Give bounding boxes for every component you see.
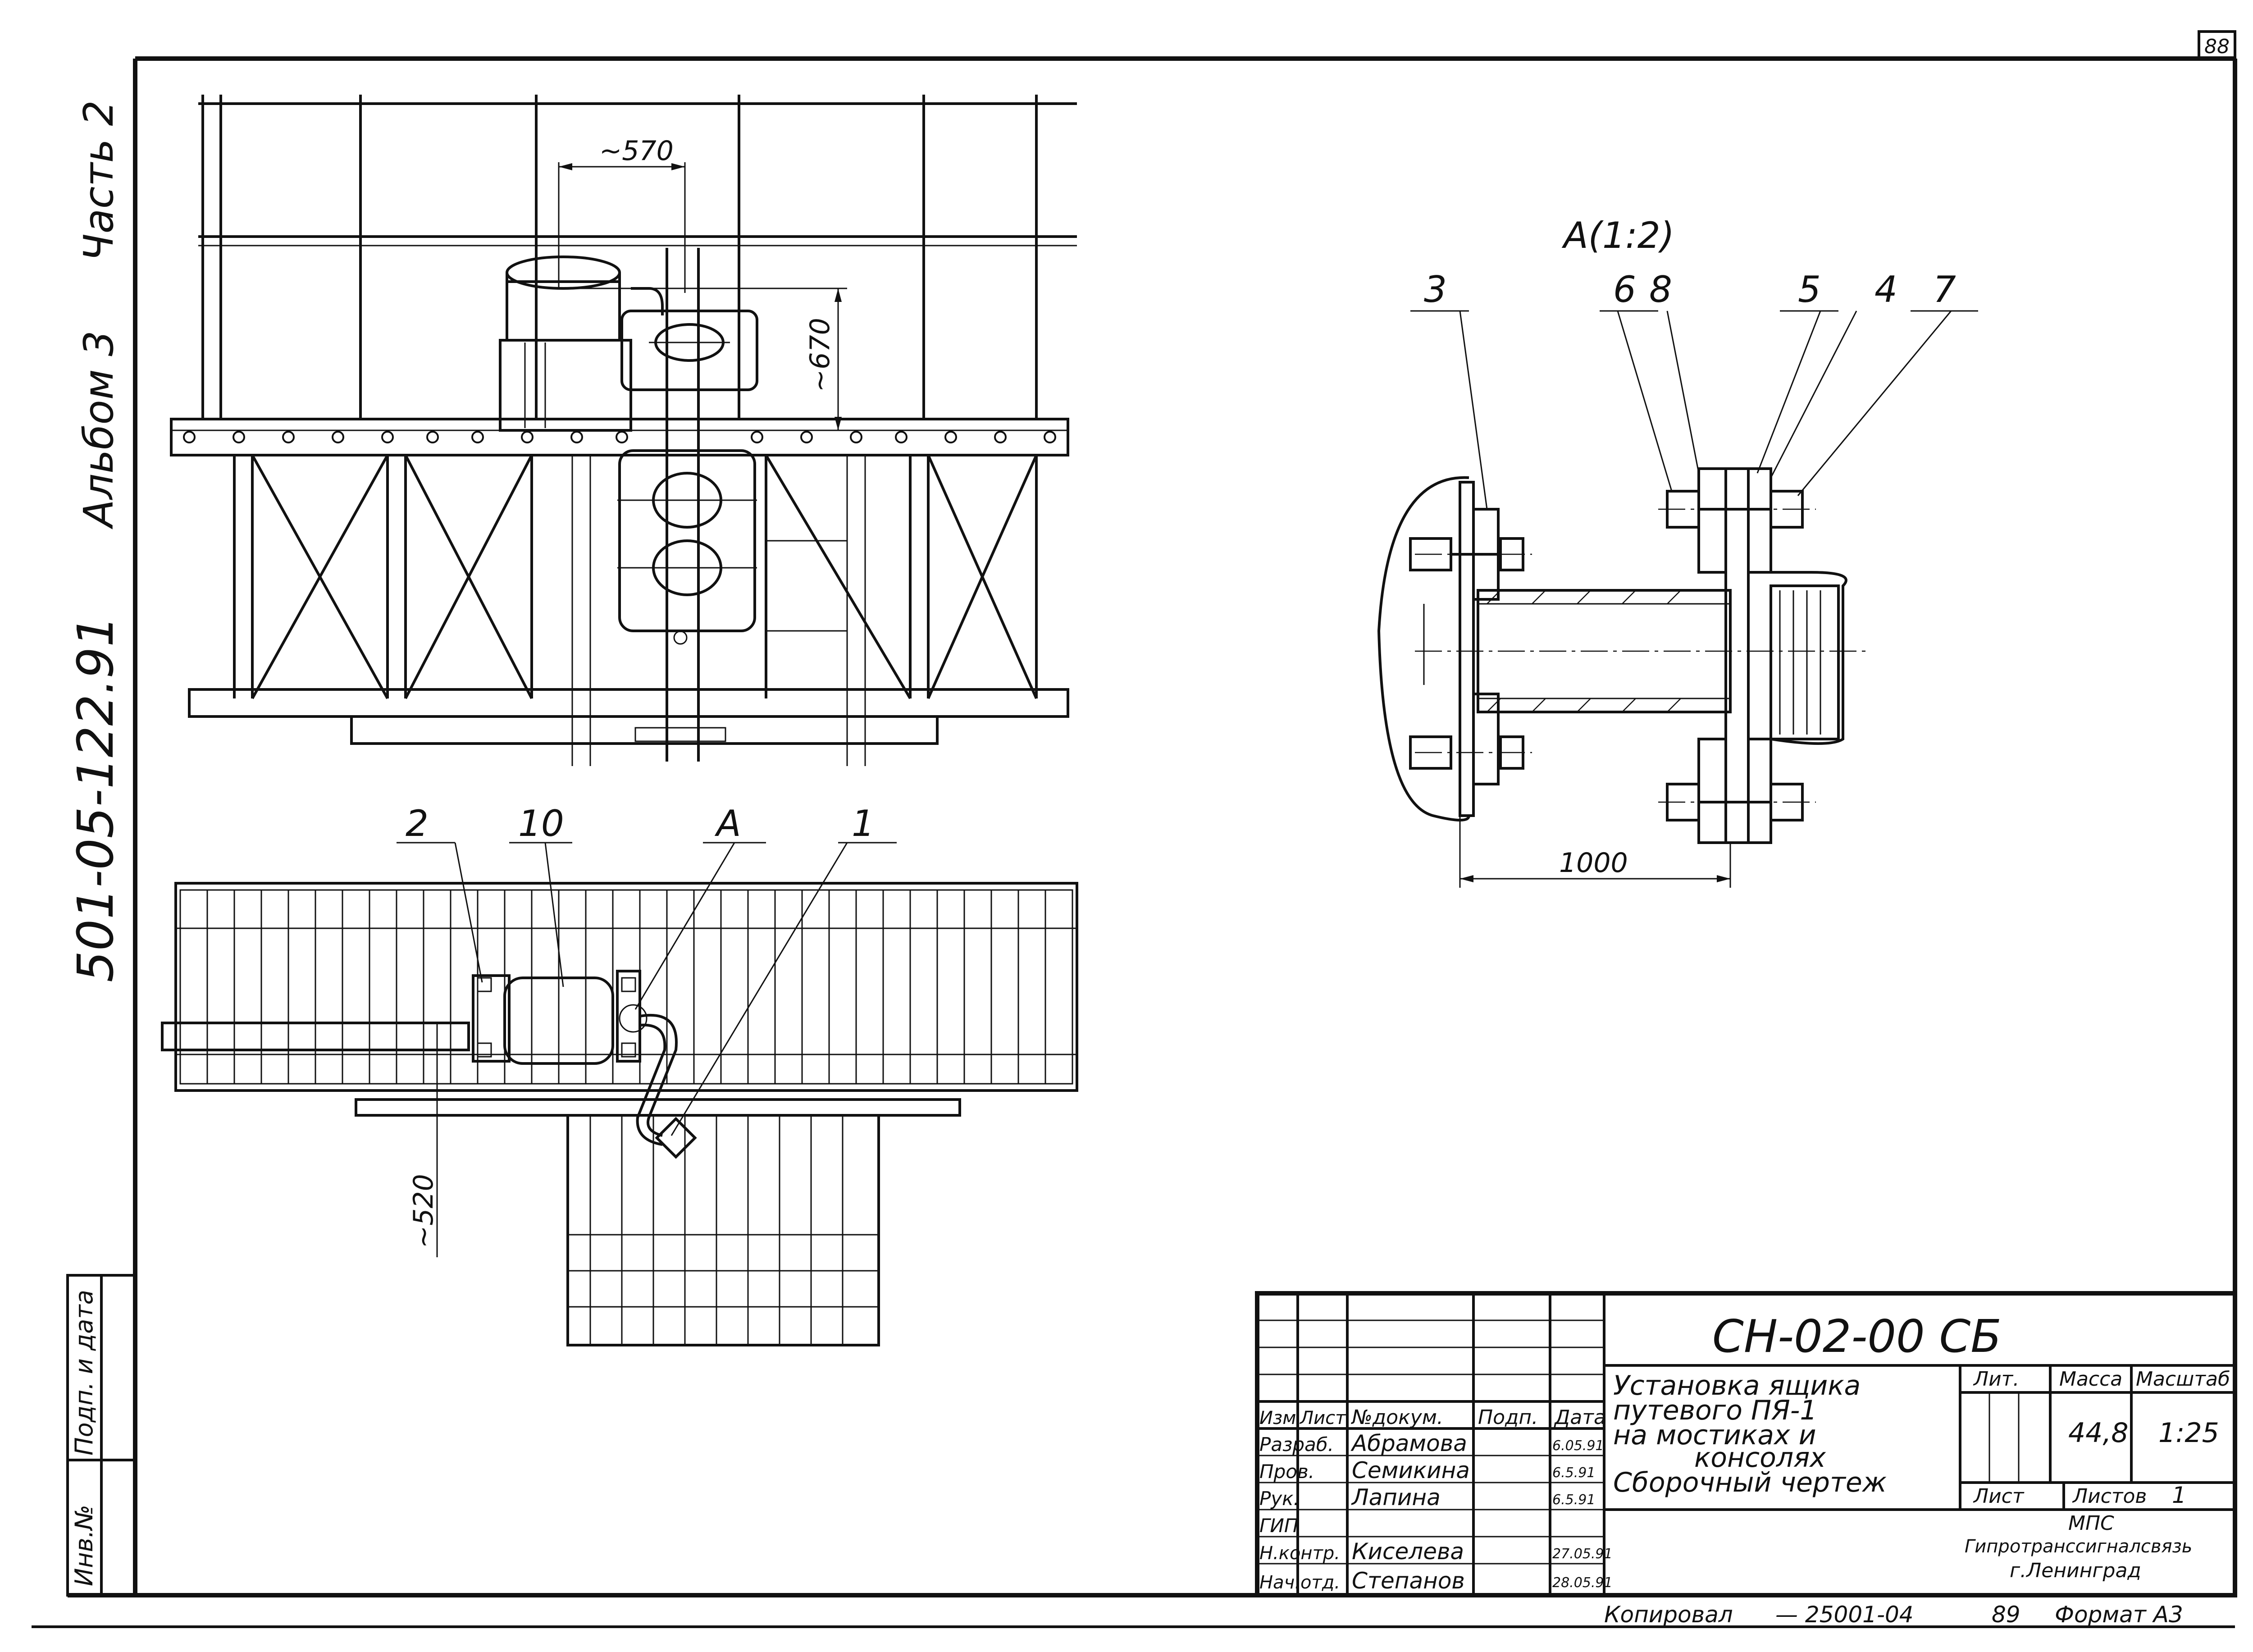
role-4-date: 27.05.91: [1552, 1546, 1613, 1562]
role-1-name: Семикина: [1352, 1457, 1470, 1483]
header-list: Лист: [1299, 1408, 1346, 1428]
footer-copied: Копировал: [1604, 1602, 1733, 1628]
footer-format: Формат А3: [2055, 1602, 2183, 1628]
plan-callout-1: 1: [852, 803, 875, 844]
role-5-name: Степанов: [1352, 1568, 1465, 1594]
role-2-date: 6.5.91: [1552, 1492, 1595, 1508]
dim-height-label: ~670: [804, 318, 836, 392]
org-line-1: МПС: [2068, 1512, 2114, 1535]
title-block: [1255, 1291, 2237, 1597]
plan-view: [161, 842, 1078, 1346]
grating-bars: [206, 890, 1046, 1084]
sheet-label: Лист: [1973, 1485, 2025, 1508]
detail-callout-6: 6: [1613, 269, 1636, 310]
role-1: Пров.: [1259, 1460, 1314, 1483]
header-date: Дата: [1554, 1406, 1606, 1429]
inv-field-label: Инв.№: [70, 1505, 98, 1586]
scale-value: 1:25: [2158, 1417, 2219, 1449]
detail-title: A(1:2): [1561, 214, 1674, 256]
role-5: Нач.отд.: [1259, 1572, 1340, 1593]
org-line-2: Гипротранссигналсвязь: [1965, 1536, 2192, 1557]
album-label: Альбом 3: [75, 331, 123, 529]
title-line-4: консолях: [1694, 1442, 1826, 1474]
sheet-number: 88: [2204, 35, 2230, 58]
plan-callout-2: 2: [406, 803, 429, 844]
mass-value: 44,8: [2068, 1417, 2129, 1449]
part-label: Часть 2: [75, 100, 123, 261]
role-0: Разраб.: [1259, 1433, 1334, 1456]
elevation-view: [170, 95, 1077, 766]
role-2: Рук.: [1259, 1488, 1300, 1510]
detail-callout-5: 5: [1798, 269, 1821, 310]
title-line-1: Установка ящика: [1613, 1370, 1861, 1401]
sheets-value: 1: [2172, 1482, 2186, 1508]
designation: СН-02-00 СБ: [1712, 1310, 2002, 1363]
detail-callout-3: 3: [1424, 269, 1447, 310]
lit-label: Лит.: [1973, 1368, 2019, 1391]
sign-date-field-label: Подп. и дата: [70, 1290, 98, 1456]
title-line-2: путевого ПЯ-1: [1613, 1395, 1817, 1426]
header-izm: Изм: [1259, 1408, 1296, 1428]
role-5-date: 28.05.91: [1552, 1575, 1613, 1591]
header-doc-no: №докум.: [1350, 1406, 1443, 1429]
role-1-date: 6.5.91: [1552, 1465, 1595, 1481]
role-0-date: 6.05.91: [1552, 1438, 1604, 1454]
header-sign: Подп.: [1478, 1406, 1538, 1429]
dim-offset-label: ~520: [408, 1174, 439, 1248]
title-line-3: на мостиках и: [1613, 1419, 1816, 1451]
doc-type: Сборочный чертеж: [1613, 1467, 1887, 1498]
detail-callout-7: 7: [1933, 269, 1956, 310]
footer-order: — 25001-04: [1775, 1602, 1914, 1628]
role-0-name: Абрамова: [1350, 1430, 1467, 1456]
detail-view: [1377, 310, 1978, 888]
org-line-3: г.Ленинград: [2010, 1559, 2141, 1582]
sheets-label: Листов: [2072, 1485, 2147, 1508]
document-code: 501-05-122.91: [67, 616, 124, 982]
role-4: Н.контр.: [1259, 1543, 1340, 1564]
sheet-frame: [32, 30, 2237, 1628]
role-3: ГИП: [1259, 1515, 1298, 1537]
scale-label: Масштаб: [2136, 1368, 2230, 1391]
role-2-name: Лапина: [1351, 1484, 1441, 1511]
dim-width-label: ~570: [599, 135, 674, 167]
footer-year: 89: [1992, 1602, 2020, 1628]
plan-callout-10: 10: [518, 803, 564, 844]
mass-label: Масса: [2059, 1368, 2122, 1391]
deck-bolts: [183, 431, 1056, 443]
dim-length-label: 1000: [1559, 847, 1628, 879]
detail-callout-8: 8: [1649, 269, 1672, 310]
plan-callout-A: A: [714, 803, 741, 844]
role-4-name: Киселева: [1352, 1538, 1464, 1565]
detail-callout-4: 4: [1874, 269, 1897, 310]
